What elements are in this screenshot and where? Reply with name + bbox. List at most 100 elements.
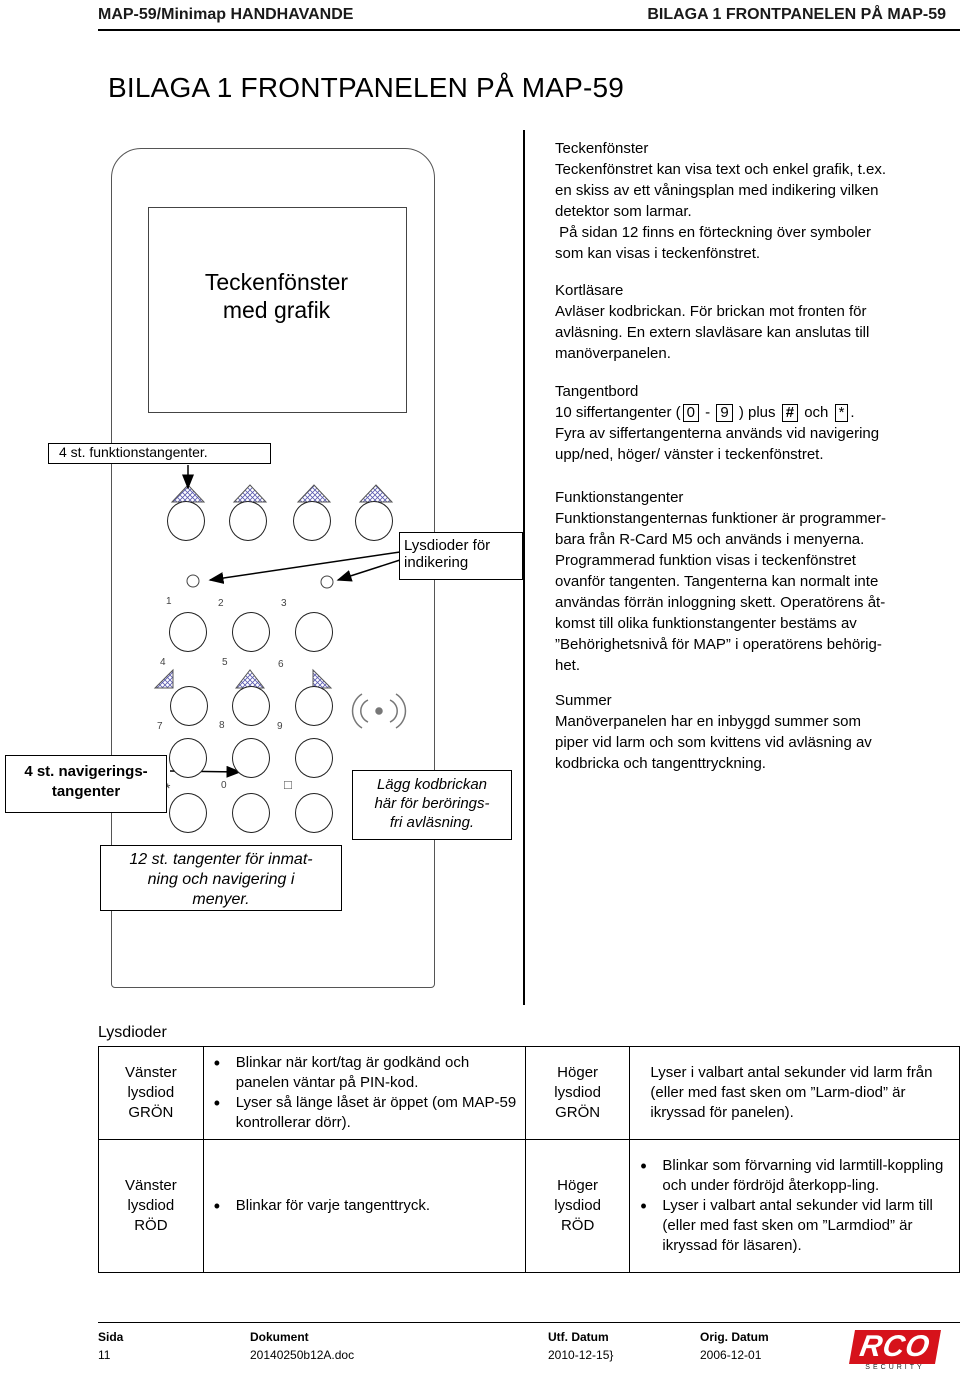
- text-line: ovanför tangenten. Tangenterna kan norma…: [555, 573, 879, 590]
- cell-line: RÖD: [134, 1217, 168, 1234]
- led-name-cell: Vänster lysdiod RÖD: [98, 1139, 204, 1273]
- text-fragment: ) plus: [734, 404, 780, 421]
- cell-line: Vänster: [125, 1064, 177, 1081]
- list-item: Blinkar för varje tangenttryck.: [208, 1196, 521, 1216]
- key-2[interactable]: [232, 612, 270, 652]
- func-indicator-4: [358, 484, 394, 503]
- text-line: bara från R-Card M5 och används i menyer…: [555, 531, 865, 548]
- page-title: BILAGA 1 FRONTPANELEN PÅ MAP-59: [108, 72, 625, 103]
- arrow-led-left: [208, 551, 401, 584]
- key-6-label: 6: [278, 659, 284, 670]
- callout-function-keys: 4 st. funktionstangenter.: [48, 443, 271, 464]
- key-0[interactable]: [232, 793, 270, 833]
- section-function-keys: Funktionstangenter Funktionstangenternas…: [555, 487, 955, 676]
- text-line: Funktionstangenternas funktioner är prog…: [555, 510, 886, 527]
- callout-keypad: 12 st. tangenter för inmat- ning och nav…: [100, 845, 342, 911]
- cell-line: lysdiod: [554, 1197, 601, 1214]
- key-8[interactable]: [232, 738, 270, 778]
- text-line: het.: [555, 657, 581, 674]
- key-star-label: *: [165, 780, 171, 796]
- key-9-label: 9: [277, 721, 283, 732]
- function-key-1[interactable]: [167, 501, 205, 541]
- function-key-4[interactable]: [355, 501, 393, 541]
- header-right: BILAGA 1 FRONTPANELEN PÅ MAP-59: [647, 6, 946, 23]
- key-square[interactable]: [295, 793, 333, 833]
- header-left: MAP-59/Minimap HANDHAVANDE: [98, 6, 354, 23]
- key-star[interactable]: [169, 793, 207, 833]
- function-key-2[interactable]: [229, 501, 267, 541]
- footer-created-label: Utf. Datum: [548, 1330, 609, 1344]
- callout-card-reader: Lägg kodbrickan här för berörings- fri a…: [352, 770, 512, 840]
- display-label: Teckenfönster med grafik: [148, 268, 405, 324]
- section-buzzer: Summer Manöverpanelen har en inbyggd sum…: [555, 690, 955, 774]
- function-key-3[interactable]: [293, 501, 331, 541]
- footer-page-label: Sida: [98, 1330, 124, 1344]
- cell-line: lysdiod: [554, 1084, 601, 1101]
- led-left: [186, 574, 200, 588]
- section-keyboard-title: Tangentbord: [555, 383, 639, 400]
- key-4[interactable]: [170, 686, 208, 726]
- card-reader-icon: [351, 693, 407, 729]
- text-line: På sidan 12 finns en förteckning över sy…: [555, 224, 872, 241]
- led-desc-cell: Blinkar för varje tangenttryck.: [202, 1139, 526, 1273]
- cell-line: Höger: [557, 1177, 599, 1194]
- text-line: en skiss av ett våningsplan med indikeri…: [555, 182, 879, 199]
- logo-subtext: SECURITY: [865, 1364, 925, 1371]
- section-buzzer-title: Summer: [555, 692, 612, 709]
- key-7[interactable]: [169, 738, 207, 778]
- footer-created-value: 2010-12-15}: [548, 1348, 614, 1362]
- column-divider: [523, 130, 525, 1005]
- cell-line: GRÖN: [555, 1104, 601, 1121]
- nav-left-icon: [153, 668, 174, 689]
- cell-line: Höger: [557, 1064, 599, 1081]
- callout-card-line3: fri avläsning.: [389, 814, 475, 831]
- list-item: Blinkar som förvarning vid larmtill-kopp…: [634, 1156, 955, 1196]
- callout-card-line2: här för berörings-: [374, 795, 490, 812]
- logo-text: RCO: [849, 1330, 941, 1364]
- text-line: Teckenfönstret kan visa text och enkel g…: [555, 161, 886, 178]
- led-desc-cell: Blinkar när kort/tag är godkänd och pane…: [202, 1046, 526, 1140]
- key-square-label: □: [284, 777, 292, 792]
- header-rule: [98, 29, 960, 31]
- table-row: Vänster lysdiod GRÖN Blinkar när kort/ta…: [98, 1046, 960, 1140]
- key-5[interactable]: [232, 686, 270, 726]
- text-line: komst till olika funktionstangenter best…: [555, 615, 857, 632]
- text-line: som kan visas i teckenfönstret.: [555, 245, 761, 262]
- section-function-keys-title: Funktionstangenter: [555, 489, 684, 506]
- footer-rule: [98, 1322, 960, 1323]
- text-line: användas förrän inloggning skett. Operat…: [555, 594, 886, 611]
- func-indicator-3: [296, 484, 332, 503]
- footer-doc-label: Dokument: [250, 1330, 309, 1344]
- callout-keypad-line2: ning och navigering i: [147, 871, 295, 888]
- text-fragment: och: [800, 404, 833, 421]
- keyboard-key-line: 10 siffertangenter (0 - 9 ) plus # och *…: [555, 402, 955, 423]
- arrow-led-right: [336, 559, 401, 582]
- cell-line: GRÖN: [128, 1104, 174, 1121]
- callout-nav-line1: 4 st. navigerings-: [24, 763, 148, 780]
- text-line: ”Behörighetsnivå för MAP” i operatörens …: [555, 636, 882, 653]
- key-6[interactable]: [295, 686, 333, 726]
- callout-leds: Lysdioder för indikering: [399, 532, 523, 580]
- footer-doc-value: 20140250b12A.doc: [250, 1348, 355, 1362]
- key-0-box: 0: [682, 404, 699, 422]
- list-item: Blinkar när kort/tag är godkänd och pane…: [208, 1053, 521, 1093]
- key-4-label: 4: [160, 657, 166, 668]
- callout-nav-line2: tangenter: [51, 783, 121, 800]
- led-name-cell: Höger lysdiod GRÖN: [524, 1046, 631, 1140]
- key-1-label: 1: [166, 596, 172, 607]
- cell-line: lysdiod: [127, 1197, 175, 1214]
- text-fragment: .: [850, 404, 855, 421]
- key-hash-box: #: [781, 404, 799, 422]
- key-3[interactable]: [295, 612, 333, 652]
- display-label-line2: med grafik: [222, 297, 331, 323]
- led-desc-cell: Blinkar som förvarning vid larmtill-kopp…: [629, 1139, 960, 1273]
- text-line: piper vid larm och som kvittens vid avlä…: [555, 734, 872, 751]
- callout-nav-keys: 4 st. navigerings- tangenter: [5, 755, 167, 813]
- text-line: upp/ned, höger/ vänster i teckenfönstret…: [555, 446, 824, 463]
- list-item: Lyser så länge låset är öppet (om MAP-59…: [208, 1093, 521, 1133]
- cell-line: Vänster: [125, 1177, 177, 1194]
- key-9[interactable]: [295, 738, 333, 778]
- key-7-label: 7: [157, 721, 163, 732]
- key-1[interactable]: [169, 612, 207, 652]
- footer-orig-label: Orig. Datum: [700, 1330, 769, 1344]
